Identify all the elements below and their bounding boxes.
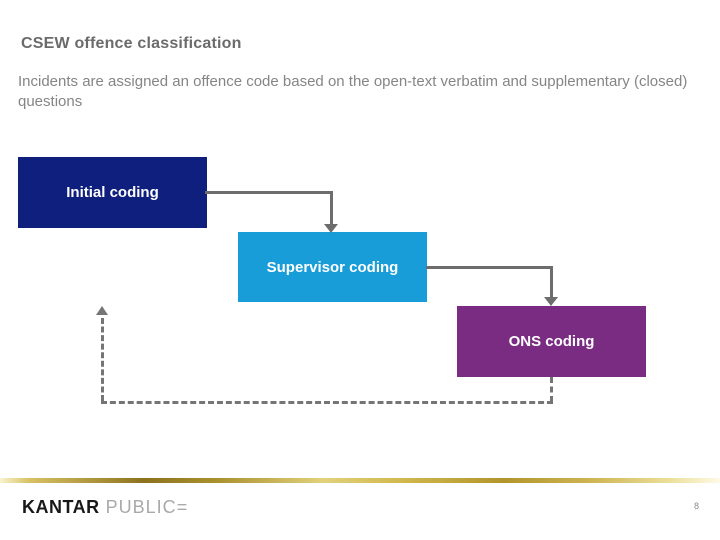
connector-initial-to-supervisor-vertical bbox=[330, 191, 333, 224]
footer-accent-line bbox=[0, 478, 720, 483]
feedback-loop-horizontal bbox=[101, 401, 553, 404]
page-title: CSEW offence classification bbox=[21, 35, 242, 52]
connector-supervisor-to-ons-horizontal bbox=[426, 266, 553, 269]
connector-initial-to-supervisor-horizontal bbox=[205, 191, 333, 194]
feedback-loop-vertical-from-ons bbox=[550, 377, 553, 402]
flow-node-initial-coding: Initial coding bbox=[18, 157, 207, 228]
logo-equals-mark: = bbox=[176, 497, 188, 517]
slide-subtitle: Incidents are assigned an offence code b… bbox=[18, 73, 688, 110]
arrow-down-icon bbox=[324, 224, 338, 233]
flow-node-supervisor-coding: Supervisor coding bbox=[238, 232, 427, 302]
logo-brand-text: KANTAR bbox=[22, 497, 100, 517]
feedback-loop-vertical-left bbox=[101, 318, 104, 401]
flow-node-label: Supervisor coding bbox=[266, 258, 399, 276]
connector-supervisor-to-ons-vertical bbox=[550, 266, 553, 297]
page-number: 8 bbox=[693, 501, 699, 511]
arrow-down-icon bbox=[544, 297, 558, 306]
arrow-up-icon bbox=[96, 306, 108, 315]
logo-division-text: PUBLIC bbox=[105, 497, 177, 517]
flow-node-label: Initial coding bbox=[66, 184, 159, 201]
flow-node-label: ONS coding bbox=[508, 333, 595, 350]
flow-node-ons-coding: ONS coding bbox=[457, 306, 646, 377]
